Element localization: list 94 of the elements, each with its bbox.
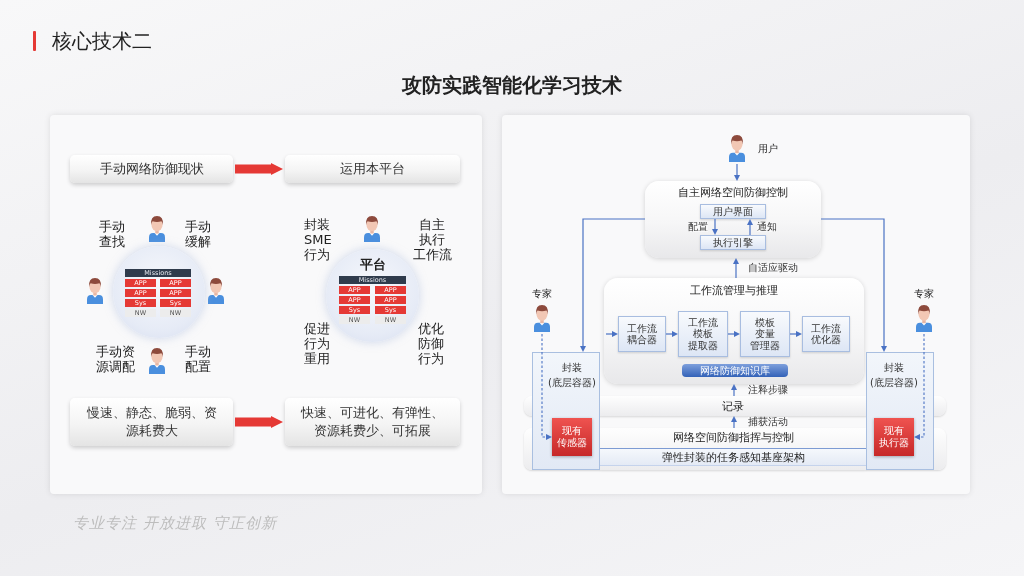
summary-card: [285, 398, 460, 446]
platform-title: 平台: [359, 257, 386, 272]
flow-arrow: [789, 331, 802, 337]
flow-arrow: [820, 218, 887, 352]
edge-label: 自适应驱动: [748, 263, 798, 273]
layer-bar: [375, 306, 406, 314]
panel-title: 工作流管理与推理: [690, 284, 778, 297]
block-arrow: [235, 163, 283, 175]
person-label: 用户: [758, 143, 778, 155]
role-label: 手动缓解: [185, 219, 211, 249]
flow-arrow: [733, 258, 739, 279]
role-label: 促进行为重用: [304, 321, 330, 366]
device-block: [552, 418, 592, 456]
summary-text: 运用本平台: [340, 160, 405, 178]
container-frame: [532, 352, 600, 470]
container-text: (底层容器): [870, 376, 918, 390]
layer-bar: [125, 279, 156, 287]
layer-bar: [375, 286, 406, 294]
role-label: 手动配置: [185, 344, 211, 374]
flow-arrow: [727, 331, 740, 337]
flow-arrow: [605, 331, 618, 337]
layer-bar: [125, 269, 191, 277]
layer-bar: [339, 306, 370, 314]
module-text: 执行引擎: [713, 236, 753, 249]
knowledge-base-text: 网络防御知识库: [700, 364, 770, 377]
container-text: (底层容器): [548, 376, 596, 390]
flow-arrow: [747, 219, 753, 236]
dashed-arrow: [914, 333, 925, 440]
layer-bar: [339, 276, 406, 284]
module-text: 用户界面: [713, 205, 753, 218]
container-frame: [866, 352, 934, 470]
device-text: 现有执行器: [879, 425, 909, 449]
layer-bar: [339, 296, 370, 304]
edge-label: 注释步骤: [748, 385, 788, 395]
section-heading: 核心技术二: [52, 29, 152, 53]
role-label: 手动资源调配: [96, 344, 135, 374]
module-block: [740, 311, 790, 357]
summary-text: 慢速、静态、脆弱、资源耗费大: [85, 404, 218, 440]
module-block: [700, 235, 766, 250]
knowledge-base-band: [682, 364, 788, 377]
layer-title: 记录: [722, 399, 744, 413]
edge-label: 配置: [688, 222, 708, 232]
layer-bar: [339, 286, 370, 294]
layer-title: 网络空间防御指挥与控制: [672, 430, 794, 444]
flow-arrow: [712, 218, 718, 235]
role-label: 手动查找: [99, 219, 125, 249]
module-block: [678, 311, 728, 357]
summary-card: [70, 398, 233, 446]
dashed-arrow: [541, 333, 552, 440]
layer-band: [600, 396, 866, 416]
summary-text: 手动网络防御现状: [99, 160, 204, 178]
person-label: 专家: [914, 288, 934, 300]
person-icon: [728, 135, 746, 162]
summary-text: 快速、可进化、有弹性、资源耗费少、可拓展: [300, 404, 445, 440]
module-text: 工作流耦合器: [627, 322, 657, 346]
person-label: 专家: [532, 288, 552, 300]
summary-card: [70, 155, 233, 183]
module-text: 工作流优化器: [811, 322, 841, 346]
layer-title: 弹性封装的任务感知基座架构: [661, 450, 805, 464]
module-panel: [604, 278, 864, 384]
person-icon: [533, 305, 551, 332]
flow-arrow: [734, 163, 740, 181]
flow-arrow: [731, 416, 737, 429]
role-label: 封装SME行为: [304, 217, 332, 262]
summary-card: [285, 155, 460, 183]
module-block: [700, 204, 766, 219]
base-band: [600, 448, 866, 466]
role-label: 自主执行工作流: [411, 217, 453, 262]
page-title: 攻防实践智能化学习技术: [401, 72, 623, 98]
layer-bar: [375, 296, 406, 304]
module-text: 模板变量管理器: [750, 316, 780, 352]
edge-label: 捕获活动: [748, 417, 788, 427]
flow-arrow: [580, 218, 646, 352]
flow-arrow: [665, 331, 678, 337]
layer-bar: [160, 299, 191, 307]
layer-bar: [125, 289, 156, 297]
container-text: 封装: [884, 361, 904, 375]
layer-bar: [160, 289, 191, 297]
block-arrow: [235, 416, 283, 428]
panel-title: 自主网络空间防御控制: [678, 186, 788, 199]
role-label: 优化防御行为: [418, 321, 444, 366]
edge-label: 通知: [757, 222, 777, 232]
person-icon: [915, 305, 933, 332]
device-block: [874, 418, 914, 456]
layer-bar: [125, 299, 156, 307]
flow-arrow: [731, 384, 737, 397]
module-block: [618, 316, 666, 352]
module-panel: [645, 181, 821, 258]
device-text: 现有传感器: [557, 425, 587, 449]
module-text: 工作流模板提取器: [688, 316, 718, 352]
module-block: [802, 316, 850, 352]
layer-band: [600, 428, 866, 470]
container-text: 封装: [562, 361, 582, 375]
layer-bar: [160, 279, 191, 287]
